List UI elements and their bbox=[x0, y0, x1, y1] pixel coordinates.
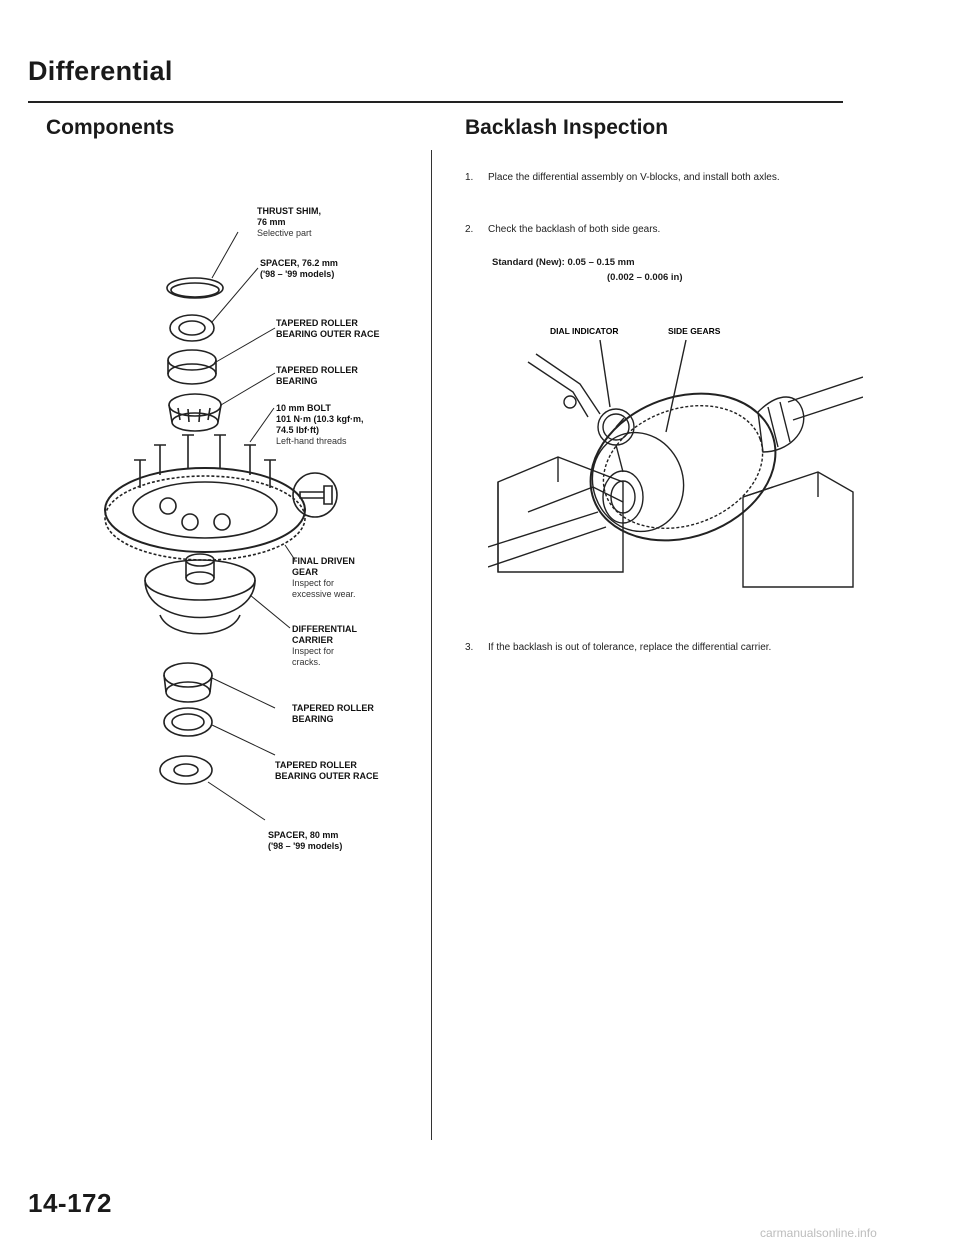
backlash-heading: Backlash Inspection bbox=[465, 116, 669, 139]
callout-differential-carrier: DIFFERENTIAL CARRIER Inspect for cracks. bbox=[292, 624, 357, 667]
dial-indicator-label: DIAL INDICATOR bbox=[550, 326, 618, 336]
callout-outer-race-bottom: TAPERED ROLLER BEARING OUTER RACE bbox=[275, 760, 379, 781]
spacer-76-ring bbox=[169, 314, 215, 342]
callout-final-driven-gear: FINAL DRIVEN GEAR Inspect for excessive … bbox=[292, 556, 356, 599]
spec-metric: Standard (New): 0.05 – 0.15 mm bbox=[492, 257, 635, 268]
backlash-spec: Standard (New): 0.05 – 0.15 mm (0.002 – … bbox=[492, 255, 683, 285]
bolts bbox=[134, 434, 276, 488]
right-axle bbox=[787, 376, 863, 421]
components-heading: Components bbox=[46, 116, 175, 139]
spacer-80-ring bbox=[159, 755, 213, 785]
section-title: Differential bbox=[28, 56, 173, 86]
exploded-view-diagram bbox=[104, 231, 338, 821]
callout-bearing-top: TAPERED ROLLER BEARING bbox=[276, 365, 358, 386]
column-divider bbox=[431, 150, 432, 1140]
callout-spacer-76: SPACER, 76.2 mm ('98 – '99 models) bbox=[260, 258, 338, 279]
page-number: 14-172 bbox=[28, 1188, 112, 1218]
left-hand-thread-icon bbox=[292, 472, 338, 518]
callout-spacer-80: SPACER, 80 mm ('98 – '99 models) bbox=[268, 830, 343, 851]
watermark: carmanualsonline.info bbox=[760, 1226, 877, 1240]
step-3: 3. If the backlash is out of tolerance, … bbox=[465, 642, 772, 653]
carrier-body bbox=[591, 431, 685, 533]
side-gears-label: SIDE GEARS bbox=[668, 326, 721, 336]
tapered-bearing-bottom bbox=[163, 662, 213, 688]
outer-race-bottom bbox=[163, 707, 213, 737]
callout-outer-race-top: TAPERED ROLLER BEARING OUTER RACE bbox=[276, 318, 380, 339]
left-axle bbox=[488, 511, 607, 568]
cv-boot bbox=[757, 396, 805, 453]
thrust-shim-ring bbox=[166, 277, 224, 299]
final-driven-gear bbox=[104, 467, 306, 553]
spec-imperial: (0.002 – 0.006 in) bbox=[607, 272, 683, 283]
callout-thrust-shim: THRUST SHIM, 76 mm Selective part bbox=[257, 206, 321, 238]
v-block-right bbox=[742, 471, 854, 588]
ring-gear bbox=[589, 392, 777, 542]
header-rule bbox=[28, 101, 843, 103]
backlash-inspection-figure: DIAL INDICATOR SIDE GEARS bbox=[488, 326, 863, 588]
step-1: 1. Place the differential assembly on V-… bbox=[465, 172, 780, 183]
dial-indicator-arm bbox=[527, 353, 601, 418]
step-2: 2. Check the backlash of both side gears… bbox=[465, 224, 661, 235]
callout-bolt: 10 mm BOLT 101 N·m (10.3 kgf·m, 74.5 lbf… bbox=[276, 403, 364, 446]
callout-bearing-bottom: TAPERED ROLLER BEARING bbox=[292, 703, 374, 724]
